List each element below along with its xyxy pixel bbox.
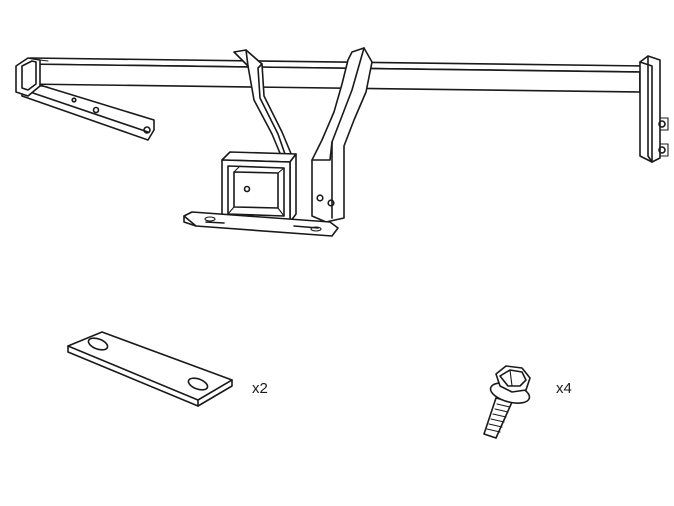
safety-chain-plate (183, 211, 339, 237)
receiver-box (221, 151, 297, 223)
left-mounting-bracket (21, 81, 155, 141)
flange-bolt-diagram (483, 365, 531, 439)
right-end-plate (639, 55, 669, 163)
main-cross-tube (15, 57, 647, 97)
spacer-plate-quantity: x2 (252, 380, 268, 397)
flange-bolt-quantity: x4 (556, 380, 572, 397)
trailer-hitch-assembly (15, 47, 669, 237)
spacer-plate-diagram (67, 331, 233, 407)
